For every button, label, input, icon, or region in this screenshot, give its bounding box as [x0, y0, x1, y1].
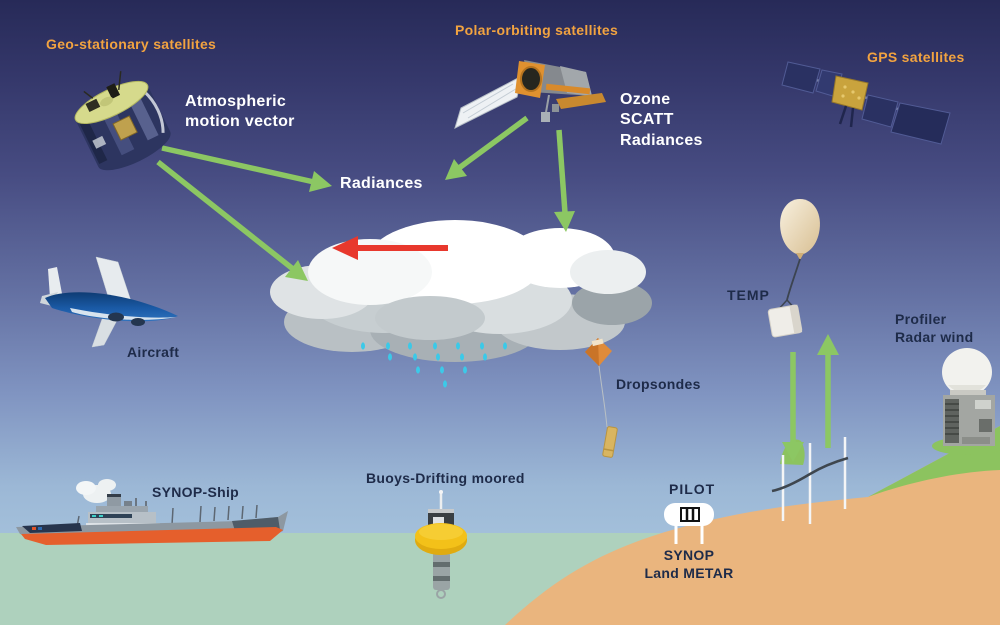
weather-balloon — [767, 199, 820, 338]
geostationary-satellite — [74, 71, 171, 171]
label-profiler-radar-wind: Profiler Radar wind — [895, 311, 974, 345]
ship — [16, 479, 288, 545]
sand-hill — [505, 426, 1000, 625]
label-pilot: PILOT — [669, 481, 716, 497]
moored-buoy — [415, 490, 467, 599]
label-aircraft: Aircraft — [127, 344, 180, 360]
green-data-arrows — [156, 115, 839, 462]
label-temp: TEMP — [727, 287, 770, 303]
label-geo-stationary-satellites: Geo-stationary satellites — [46, 36, 217, 52]
gps-satellite — [781, 61, 951, 145]
label-atmospheric-motion-vector: Atmospheric motion vector — [185, 93, 295, 131]
wind-profiler-radar — [942, 348, 995, 446]
label-synop-land-metar: SYNOP Land METAR — [644, 547, 734, 581]
label-synop-ship: SYNOP-Ship — [152, 484, 240, 500]
label-polar-orbiting-satellites: Polar-orbiting satellites — [455, 22, 619, 38]
label-dropsondes: Dropsondes — [616, 376, 701, 392]
cloud-system — [270, 220, 652, 362]
pilot-shelter — [664, 503, 714, 544]
label-gps-satellites: GPS satellites — [867, 49, 965, 65]
label-radiances: Radiances — [340, 175, 423, 192]
aircraft — [40, 256, 178, 348]
label-ozone-scatt-radiances: Ozone SCATT Radiances — [620, 91, 703, 149]
polar-orbiting-satellite — [454, 60, 606, 129]
rain — [361, 342, 507, 388]
label-buoys-drifting-moored: Buoys-Drifting moored — [366, 470, 525, 486]
red-wind-arrow — [332, 236, 448, 260]
dropsonde — [585, 338, 618, 458]
measurement-masts — [771, 437, 849, 524]
